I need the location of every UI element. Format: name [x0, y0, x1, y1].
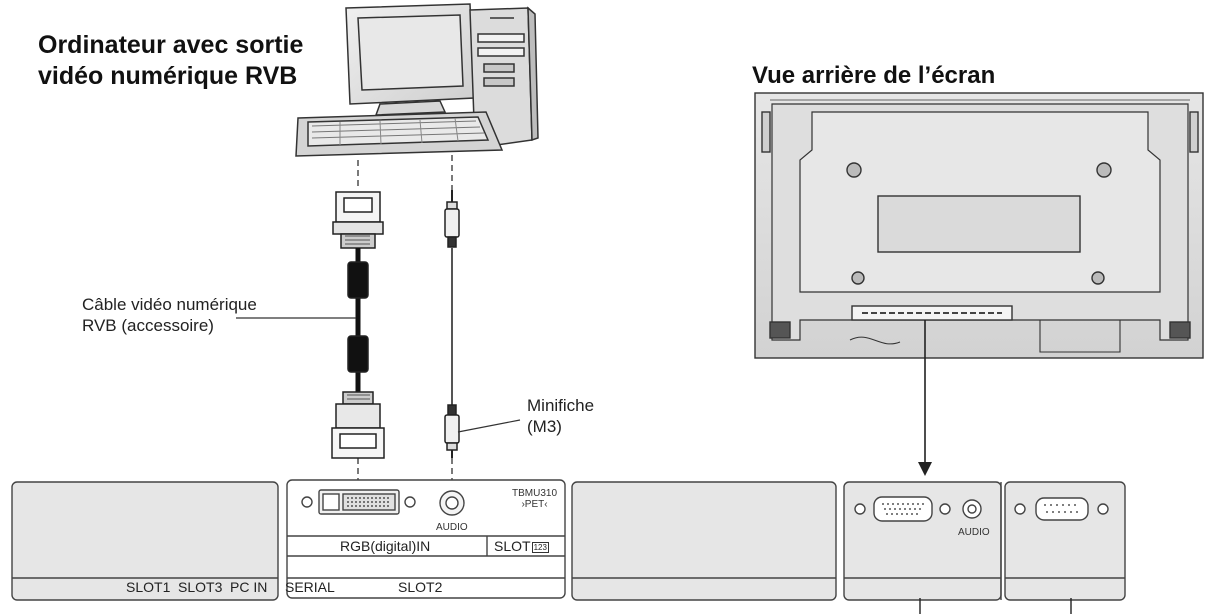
d-sub-15-port — [873, 496, 933, 522]
panel-slot3 — [571, 481, 837, 601]
slot-numbers-badge: 123 — [531, 541, 549, 553]
label-serial: SERIAL — [285, 579, 335, 595]
d-sub-9-port — [1035, 497, 1089, 521]
label-pc-in: PC IN — [230, 579, 268, 595]
rgb-digital-in-label: RGB(digital)IN — [340, 538, 431, 554]
miniplug-top — [444, 190, 460, 248]
computer-keyboard — [295, 111, 504, 157]
pc-audio-label: AUDIO — [958, 527, 990, 538]
audio-jack — [439, 490, 465, 516]
ferrite-core-top — [347, 261, 369, 299]
panel-slot2-board — [286, 479, 566, 599]
miniplug-bottom — [444, 404, 460, 458]
terminal-slot-area — [851, 305, 1013, 321]
computer-title-line2: vidéo numérique RVB — [38, 62, 298, 90]
miniplug-label-line2: (M3) — [527, 417, 562, 436]
board-model-line2: ›PET‹ — [521, 499, 548, 510]
panel-slot1 — [11, 481, 279, 601]
cable-label-line1: Câble vidéo numérique — [82, 295, 257, 314]
dvi-connector-bottom — [331, 391, 385, 459]
panel-pc-in — [843, 481, 1002, 601]
dvi-connector-top — [332, 191, 384, 249]
board-model-line1: TBMU310 — [512, 488, 558, 499]
cable-label-line2: RVB (accessoire) — [82, 316, 214, 335]
cable-label: Câble vidéo numérique RVB (accessoire) — [82, 294, 257, 336]
board-audio-label: AUDIO — [436, 522, 468, 533]
label-slot1: SLOT1 — [126, 579, 171, 595]
computer-title: Ordinateur avec sortie vidéo numérique R… — [38, 30, 303, 92]
dvi-port — [301, 489, 416, 515]
arrow-to-panel — [918, 320, 932, 476]
label-slot2: SLOT2 — [398, 579, 443, 595]
miniplug-label-line1: Minifiche — [527, 396, 595, 415]
computer-title-line1: Ordinateur avec sortie — [38, 31, 304, 59]
computer-monitor — [345, 3, 475, 116]
display-rear-view — [754, 92, 1204, 359]
mount-holes — [846, 162, 1112, 285]
computer-illustration — [295, 3, 539, 157]
audio-cable — [444, 190, 460, 458]
dvi-cable — [331, 191, 385, 459]
panel-serial — [1004, 481, 1126, 601]
rear-view-title: Vue arrière de l’écran — [752, 62, 996, 89]
miniplug-label-leader — [457, 419, 521, 433]
slot-label-text: SLOT — [494, 538, 531, 554]
label-slot3: SLOT3 — [178, 579, 223, 595]
miniplug-label: Minifiche (M3) — [527, 395, 594, 437]
ferrite-core-bottom — [347, 335, 369, 373]
board-model-label: TBMU310 ›PET‹ — [512, 488, 557, 510]
bottom-tick-marks — [919, 598, 1072, 614]
